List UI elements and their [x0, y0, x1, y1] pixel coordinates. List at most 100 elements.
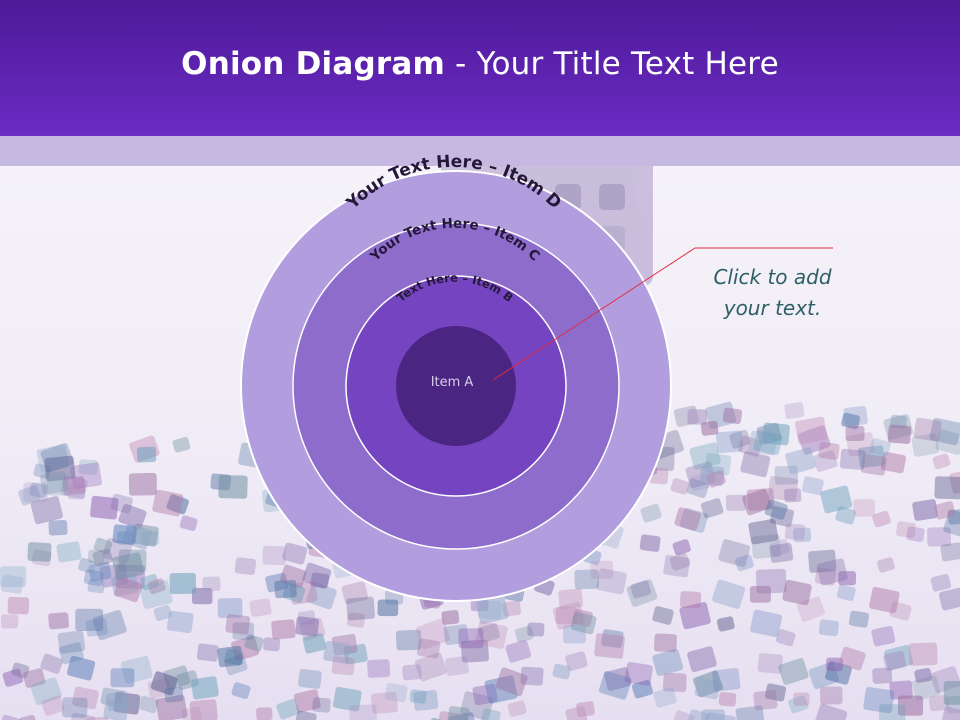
app-tile — [62, 476, 86, 496]
app-tile — [669, 553, 690, 571]
app-tile — [679, 591, 702, 609]
app-tile — [458, 628, 484, 649]
app-tile — [92, 610, 127, 641]
app-tile — [225, 614, 251, 635]
app-tile — [563, 624, 587, 644]
app-tile — [820, 485, 853, 514]
app-tile — [139, 580, 173, 609]
app-tile — [674, 507, 701, 531]
app-tile — [748, 518, 779, 545]
app-tile — [217, 645, 243, 668]
app-tile — [23, 482, 48, 503]
app-tile — [312, 697, 331, 713]
app-tile — [722, 407, 743, 424]
app-tile — [443, 624, 469, 646]
layer-item-a[interactable] — [396, 326, 516, 446]
app-tile — [416, 638, 441, 659]
app-tile — [795, 416, 828, 445]
app-tile — [740, 451, 771, 478]
app-tile — [62, 697, 88, 718]
app-tile — [846, 432, 875, 457]
app-tile — [295, 616, 320, 637]
app-tile — [18, 714, 37, 720]
app-tile — [263, 637, 281, 652]
app-tile — [460, 691, 494, 720]
app-tile — [27, 542, 52, 562]
app-tile — [912, 499, 938, 521]
app-tile — [105, 690, 130, 712]
app-tile — [858, 445, 885, 468]
app-tile — [276, 698, 300, 720]
app-tile — [514, 625, 534, 643]
app-tile — [152, 489, 184, 517]
app-tile — [306, 582, 337, 610]
app-tile — [652, 649, 684, 677]
app-tile — [441, 610, 460, 625]
app-tile — [762, 422, 790, 446]
app-tile — [481, 708, 501, 720]
app-tile — [769, 538, 790, 557]
app-tile — [784, 523, 806, 541]
app-tile — [88, 561, 112, 582]
app-tile — [927, 527, 951, 547]
app-tile — [652, 606, 674, 625]
app-tile — [172, 437, 191, 453]
app-tile — [689, 442, 721, 470]
app-tile — [66, 655, 96, 681]
app-tile — [706, 470, 726, 488]
app-tile — [908, 642, 938, 666]
app-tile — [932, 453, 951, 470]
app-tile — [748, 430, 778, 456]
app-tile — [331, 634, 358, 656]
app-tile — [234, 557, 257, 576]
app-tile — [704, 452, 732, 476]
callout-text-box[interactable]: Click to add your text. — [680, 262, 865, 324]
app-tile — [302, 633, 327, 654]
app-tile — [271, 619, 296, 640]
app-tile — [282, 542, 308, 565]
app-tile — [30, 496, 63, 525]
app-tile — [836, 584, 856, 601]
app-tile — [40, 442, 74, 473]
app-tile — [112, 552, 144, 580]
app-tile — [36, 444, 70, 473]
app-tile — [445, 655, 469, 676]
app-tile — [793, 692, 810, 706]
app-tile — [718, 692, 737, 707]
app-tile — [437, 711, 468, 720]
app-tile — [99, 563, 129, 588]
app-tile — [845, 425, 865, 441]
app-tile — [244, 634, 264, 652]
app-tile — [896, 521, 916, 538]
app-tile — [686, 478, 709, 499]
app-tile — [947, 509, 960, 525]
app-tile — [835, 506, 857, 525]
title-bold: Onion Diagram — [181, 46, 445, 82]
app-tile — [785, 447, 816, 475]
app-tile — [818, 441, 840, 460]
app-tile — [202, 576, 221, 592]
app-tile — [672, 539, 691, 556]
app-tile — [784, 402, 805, 419]
app-tile — [282, 582, 306, 603]
app-tile — [653, 687, 677, 708]
app-tile — [594, 633, 625, 659]
app-tile — [793, 527, 812, 543]
app-tile — [256, 707, 273, 720]
app-tile — [555, 606, 578, 625]
app-tile — [48, 520, 68, 536]
callout-line-2: your text. — [723, 296, 822, 320]
app-tile — [11, 662, 30, 679]
app-tile — [663, 554, 691, 578]
app-tile — [413, 690, 439, 711]
app-tile — [883, 650, 907, 671]
app-tile — [897, 695, 924, 716]
app-tile — [265, 572, 288, 593]
app-tile — [943, 681, 960, 705]
app-tile — [742, 488, 772, 516]
slide-title[interactable]: Onion Diagram - Your Title Text Here — [0, 46, 960, 82]
app-tile — [93, 537, 113, 555]
app-tile — [56, 541, 82, 563]
app-tile — [112, 524, 137, 545]
app-tile — [712, 579, 746, 609]
